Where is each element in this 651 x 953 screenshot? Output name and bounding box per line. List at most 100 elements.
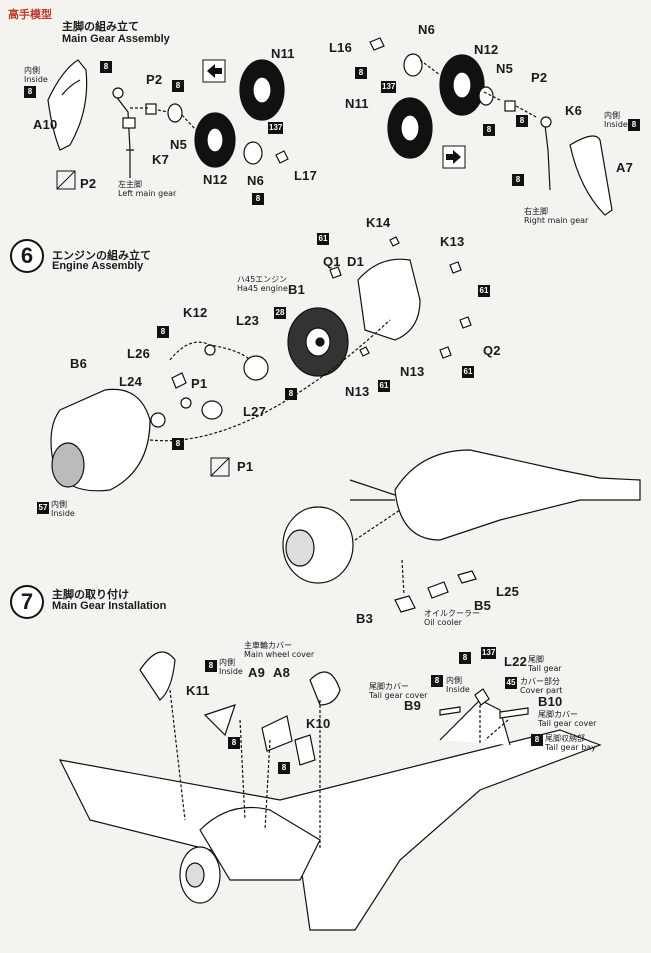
firewall-d1 <box>357 258 421 341</box>
paint-code: 8 <box>172 438 184 450</box>
paint-code: 8 <box>285 388 297 400</box>
watermark: 高手模型 <box>8 9 52 21</box>
strut-k7 <box>114 94 134 178</box>
part-label: K13 <box>440 234 465 249</box>
part-label: N12 <box>474 42 499 57</box>
part-label: B10 <box>538 694 563 709</box>
part-label: N6 <box>418 22 436 37</box>
airplane-body <box>58 729 602 931</box>
paint-code: 8 <box>157 326 169 338</box>
part-label: N13 <box>345 384 370 399</box>
part-label: L17 <box>294 168 318 183</box>
paint-code: 57 <box>37 502 49 514</box>
part-label: N11 <box>271 46 295 61</box>
part-label: N6 <box>247 173 265 188</box>
part-label: B6 <box>70 356 88 371</box>
fuselage-mid <box>394 449 641 541</box>
paint-code: 8 <box>431 675 443 687</box>
part-label: K7 <box>152 152 170 167</box>
paint-code: 8 <box>516 115 528 127</box>
part-label: K11 <box>186 683 210 698</box>
paint-code: 8 <box>172 80 184 92</box>
paint-code: 8 <box>228 737 240 749</box>
step6-title-en: Engine Assembly <box>52 260 144 272</box>
paint-code: 8 <box>100 61 112 73</box>
paint-code: 61 <box>478 285 490 297</box>
part-label: L23 <box>236 313 260 328</box>
part-label: P2 <box>531 70 548 85</box>
washer-n5-left <box>167 103 183 123</box>
part-label: N11 <box>345 96 369 111</box>
part-label: K14 <box>366 215 391 230</box>
paint-code: 8 <box>278 762 290 774</box>
gear-leg-a10 <box>47 59 88 151</box>
part-label: A8 <box>273 665 291 680</box>
part-label: N13 <box>400 364 425 379</box>
paint-code: 137 <box>381 81 397 93</box>
part-label: A7 <box>616 160 634 175</box>
paint-code: 8 <box>24 86 36 98</box>
part-label: A10 <box>33 117 58 132</box>
part-label: B3 <box>356 611 374 626</box>
paint-code: 8 <box>252 193 264 205</box>
paint-code: 8 <box>628 119 640 131</box>
part-label: Q1 <box>323 254 341 269</box>
part-label: N5 <box>170 137 188 152</box>
gear-leg-a7 <box>569 135 613 216</box>
part-label: B5 <box>474 598 492 613</box>
part-label: L27 <box>243 404 267 419</box>
part-label: P1 <box>237 459 254 474</box>
paint-code: 61 <box>378 380 390 392</box>
step5-title-en: Main Gear Assembly <box>62 33 170 45</box>
paint-code: 8 <box>531 734 543 746</box>
part-label: B9 <box>404 698 422 713</box>
part-label: L26 <box>127 346 151 361</box>
step5-title-jp: 主脚の組み立て <box>62 20 139 33</box>
part-p2-left <box>145 103 157 115</box>
step6-title-jp: エンジンの組み立て <box>52 249 151 262</box>
part-label: L25 <box>496 584 520 599</box>
part-label: N5 <box>496 61 514 76</box>
paint-code: 61 <box>462 366 474 378</box>
step6-number: 6 <box>10 239 44 273</box>
part-label: D1 <box>347 254 365 269</box>
paint-code: 8 <box>483 124 495 136</box>
part-label: N12 <box>203 172 228 187</box>
part-label: K10 <box>306 716 331 731</box>
part-label: L22 <box>504 654 528 669</box>
part-label: K6 <box>565 103 583 118</box>
paint-code: 45 <box>505 677 517 689</box>
paint-code: 8 <box>205 660 217 672</box>
part-label: L16 <box>329 40 353 55</box>
part-label: P1 <box>191 376 208 391</box>
part-label: P2 <box>80 176 97 191</box>
part-label: A9 <box>248 665 266 680</box>
paint-code: 8 <box>355 67 367 79</box>
part-label: K12 <box>183 305 208 320</box>
paint-code: 137 <box>481 647 497 659</box>
step7-number: 7 <box>10 585 44 619</box>
paint-code: 61 <box>317 233 329 245</box>
paint-code: 8 <box>459 652 471 664</box>
paint-code: 137 <box>268 122 284 134</box>
step7-title-jp: 主脚の取り付け <box>52 588 129 601</box>
hub-n6-left <box>243 141 263 165</box>
part-label: P2 <box>146 72 163 87</box>
